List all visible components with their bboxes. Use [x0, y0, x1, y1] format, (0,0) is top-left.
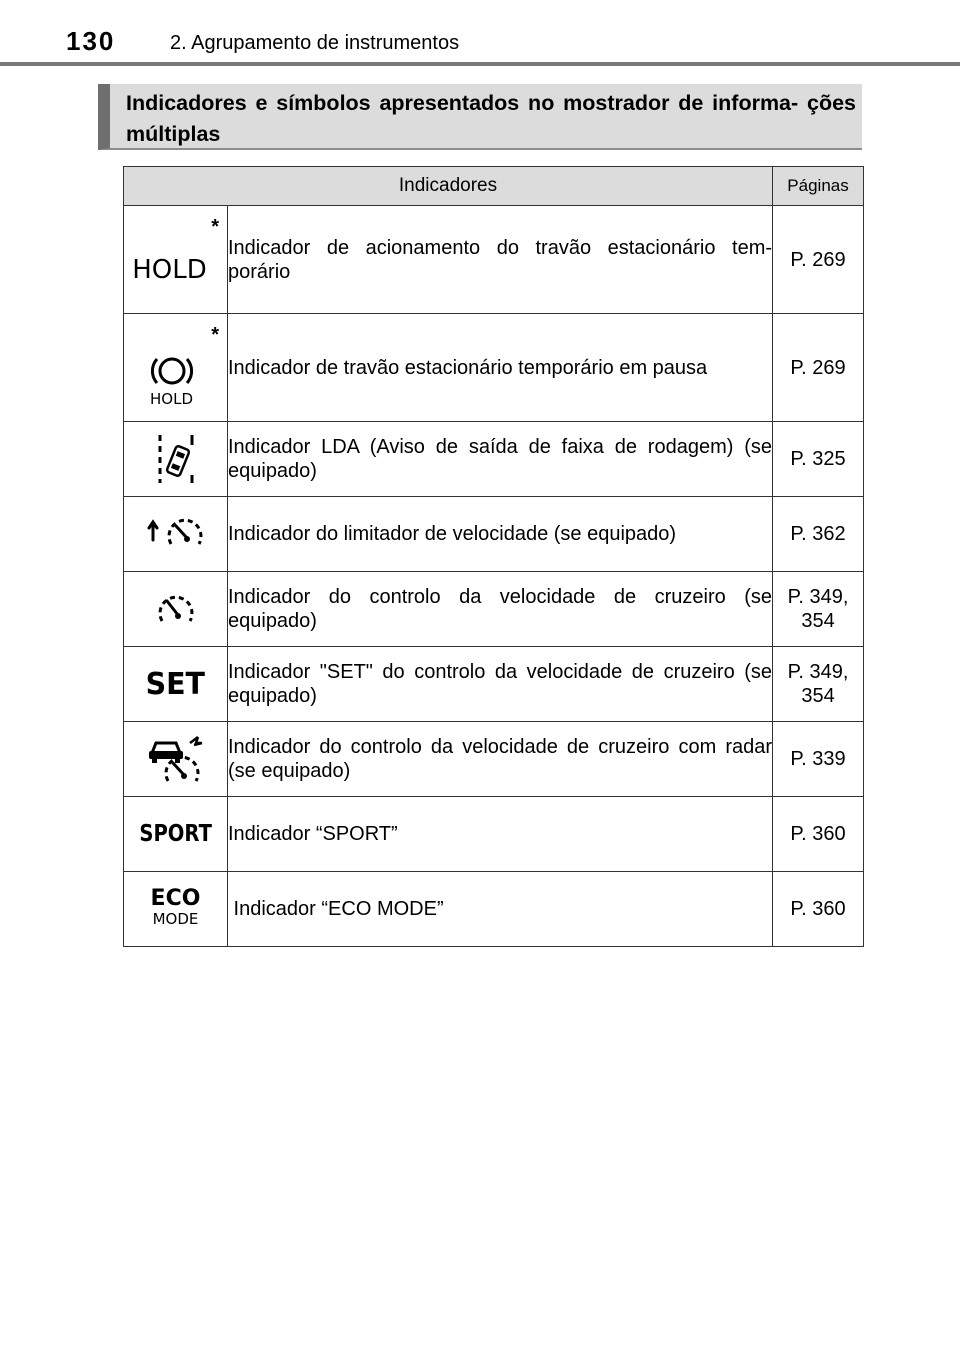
table-row: Indicador LDA (Aviso de saída de faixa d…	[123, 421, 865, 497]
cruise-control-icon	[158, 595, 193, 622]
icon-cell: ECO MODE	[123, 871, 228, 947]
brake-circle-icon	[150, 357, 193, 384]
asterisk-note: *	[211, 216, 219, 238]
page-reference[interactable]: P. 269	[772, 313, 865, 422]
page-reference[interactable]: P. 349, 354	[772, 571, 865, 647]
mode-label: MODE	[152, 910, 199, 928]
table-header-row: Indicadores Páginas	[122, 166, 865, 206]
set-icon: SET	[145, 666, 206, 702]
header-rule	[0, 62, 960, 66]
description-cell: Indicador do limitador de velocidade (se…	[226, 496, 774, 572]
table-row: Indicador do controlo da velocidade de c…	[123, 721, 865, 797]
table-row: ECO MODE Indicador “ECO MODE” P. 360	[123, 871, 865, 947]
icon-cell: SET	[123, 646, 228, 722]
column-header-pages: Páginas	[772, 166, 865, 206]
indicators-table: Indicadores Páginas * HOLD Indicador de …	[122, 166, 865, 947]
hold-icon: HOLD	[132, 254, 207, 285]
section-heading-text: Indicadores e símbolos apresentados no m…	[126, 91, 856, 146]
page-reference[interactable]: P. 360	[772, 871, 865, 947]
page-reference[interactable]: P. 349, 354	[772, 646, 865, 722]
table-row: SET Indicador "SET" do controlo da veloc…	[123, 646, 865, 722]
table-row: * HOLD Indicador de travão estacionário …	[123, 313, 865, 422]
sport-icon: SPORT	[139, 821, 212, 847]
brake-hold-icon: HOLD	[149, 351, 195, 407]
table-row: * HOLD Indicador de acionamento do travã…	[123, 205, 865, 314]
description-cell: Indicador de acionamento do travão estac…	[226, 205, 774, 314]
description-cell: Indicador LDA (Aviso de saída de faixa d…	[226, 421, 774, 497]
page-reference[interactable]: P. 360	[772, 796, 865, 872]
description-cell: Indicador de travão estacionário temporá…	[226, 313, 774, 422]
description-cell: Indicador “ECO MODE”	[226, 871, 774, 947]
page-reference[interactable]: P. 269	[772, 205, 865, 314]
page-header: 130 2. Agrupamento de instrumentos	[0, 0, 960, 68]
table-row: Indicador do limitador de velocidade (se…	[123, 496, 865, 572]
column-header-indicators: Indicadores	[122, 166, 774, 206]
page-number: 130	[66, 26, 116, 56]
eco-mode-icon: ECO MODE	[150, 886, 201, 929]
chapter-title: 2. Agrupamento de instrumentos	[170, 32, 460, 54]
icon-cell	[123, 421, 228, 497]
icon-cell	[123, 721, 228, 797]
description-cell: Indicador do controlo da velocidade de c…	[226, 721, 774, 797]
page-reference[interactable]: P. 325	[772, 421, 865, 497]
table-row: SPORT Indicador “SPORT” P. 360	[123, 796, 865, 872]
speed-limiter-icon	[147, 518, 202, 545]
section-heading: Indicadores e símbolos apresentados no m…	[98, 84, 862, 150]
radar-cruise-icon	[148, 736, 202, 782]
icon-cell: SPORT	[123, 796, 228, 872]
icon-cell	[123, 496, 228, 572]
icon-cell: * HOLD	[123, 205, 228, 314]
asterisk-note: *	[211, 324, 219, 346]
description-cell: Indicador “SPORT”	[226, 796, 774, 872]
eco-label: ECO	[150, 886, 201, 911]
page-reference[interactable]: P. 362	[772, 496, 865, 572]
lane-departure-icon	[158, 435, 193, 483]
page-reference[interactable]: P. 339	[772, 721, 865, 797]
table-row: Indicador do controlo da velocidade de c…	[123, 571, 865, 647]
icon-cell: * HOLD	[123, 313, 228, 422]
brake-hold-label: HOLD	[150, 389, 193, 408]
description-cell: Indicador do controlo da velocidade de c…	[226, 571, 774, 647]
icon-cell	[123, 571, 228, 647]
description-cell: Indicador "SET" do controlo da velocidad…	[226, 646, 774, 722]
